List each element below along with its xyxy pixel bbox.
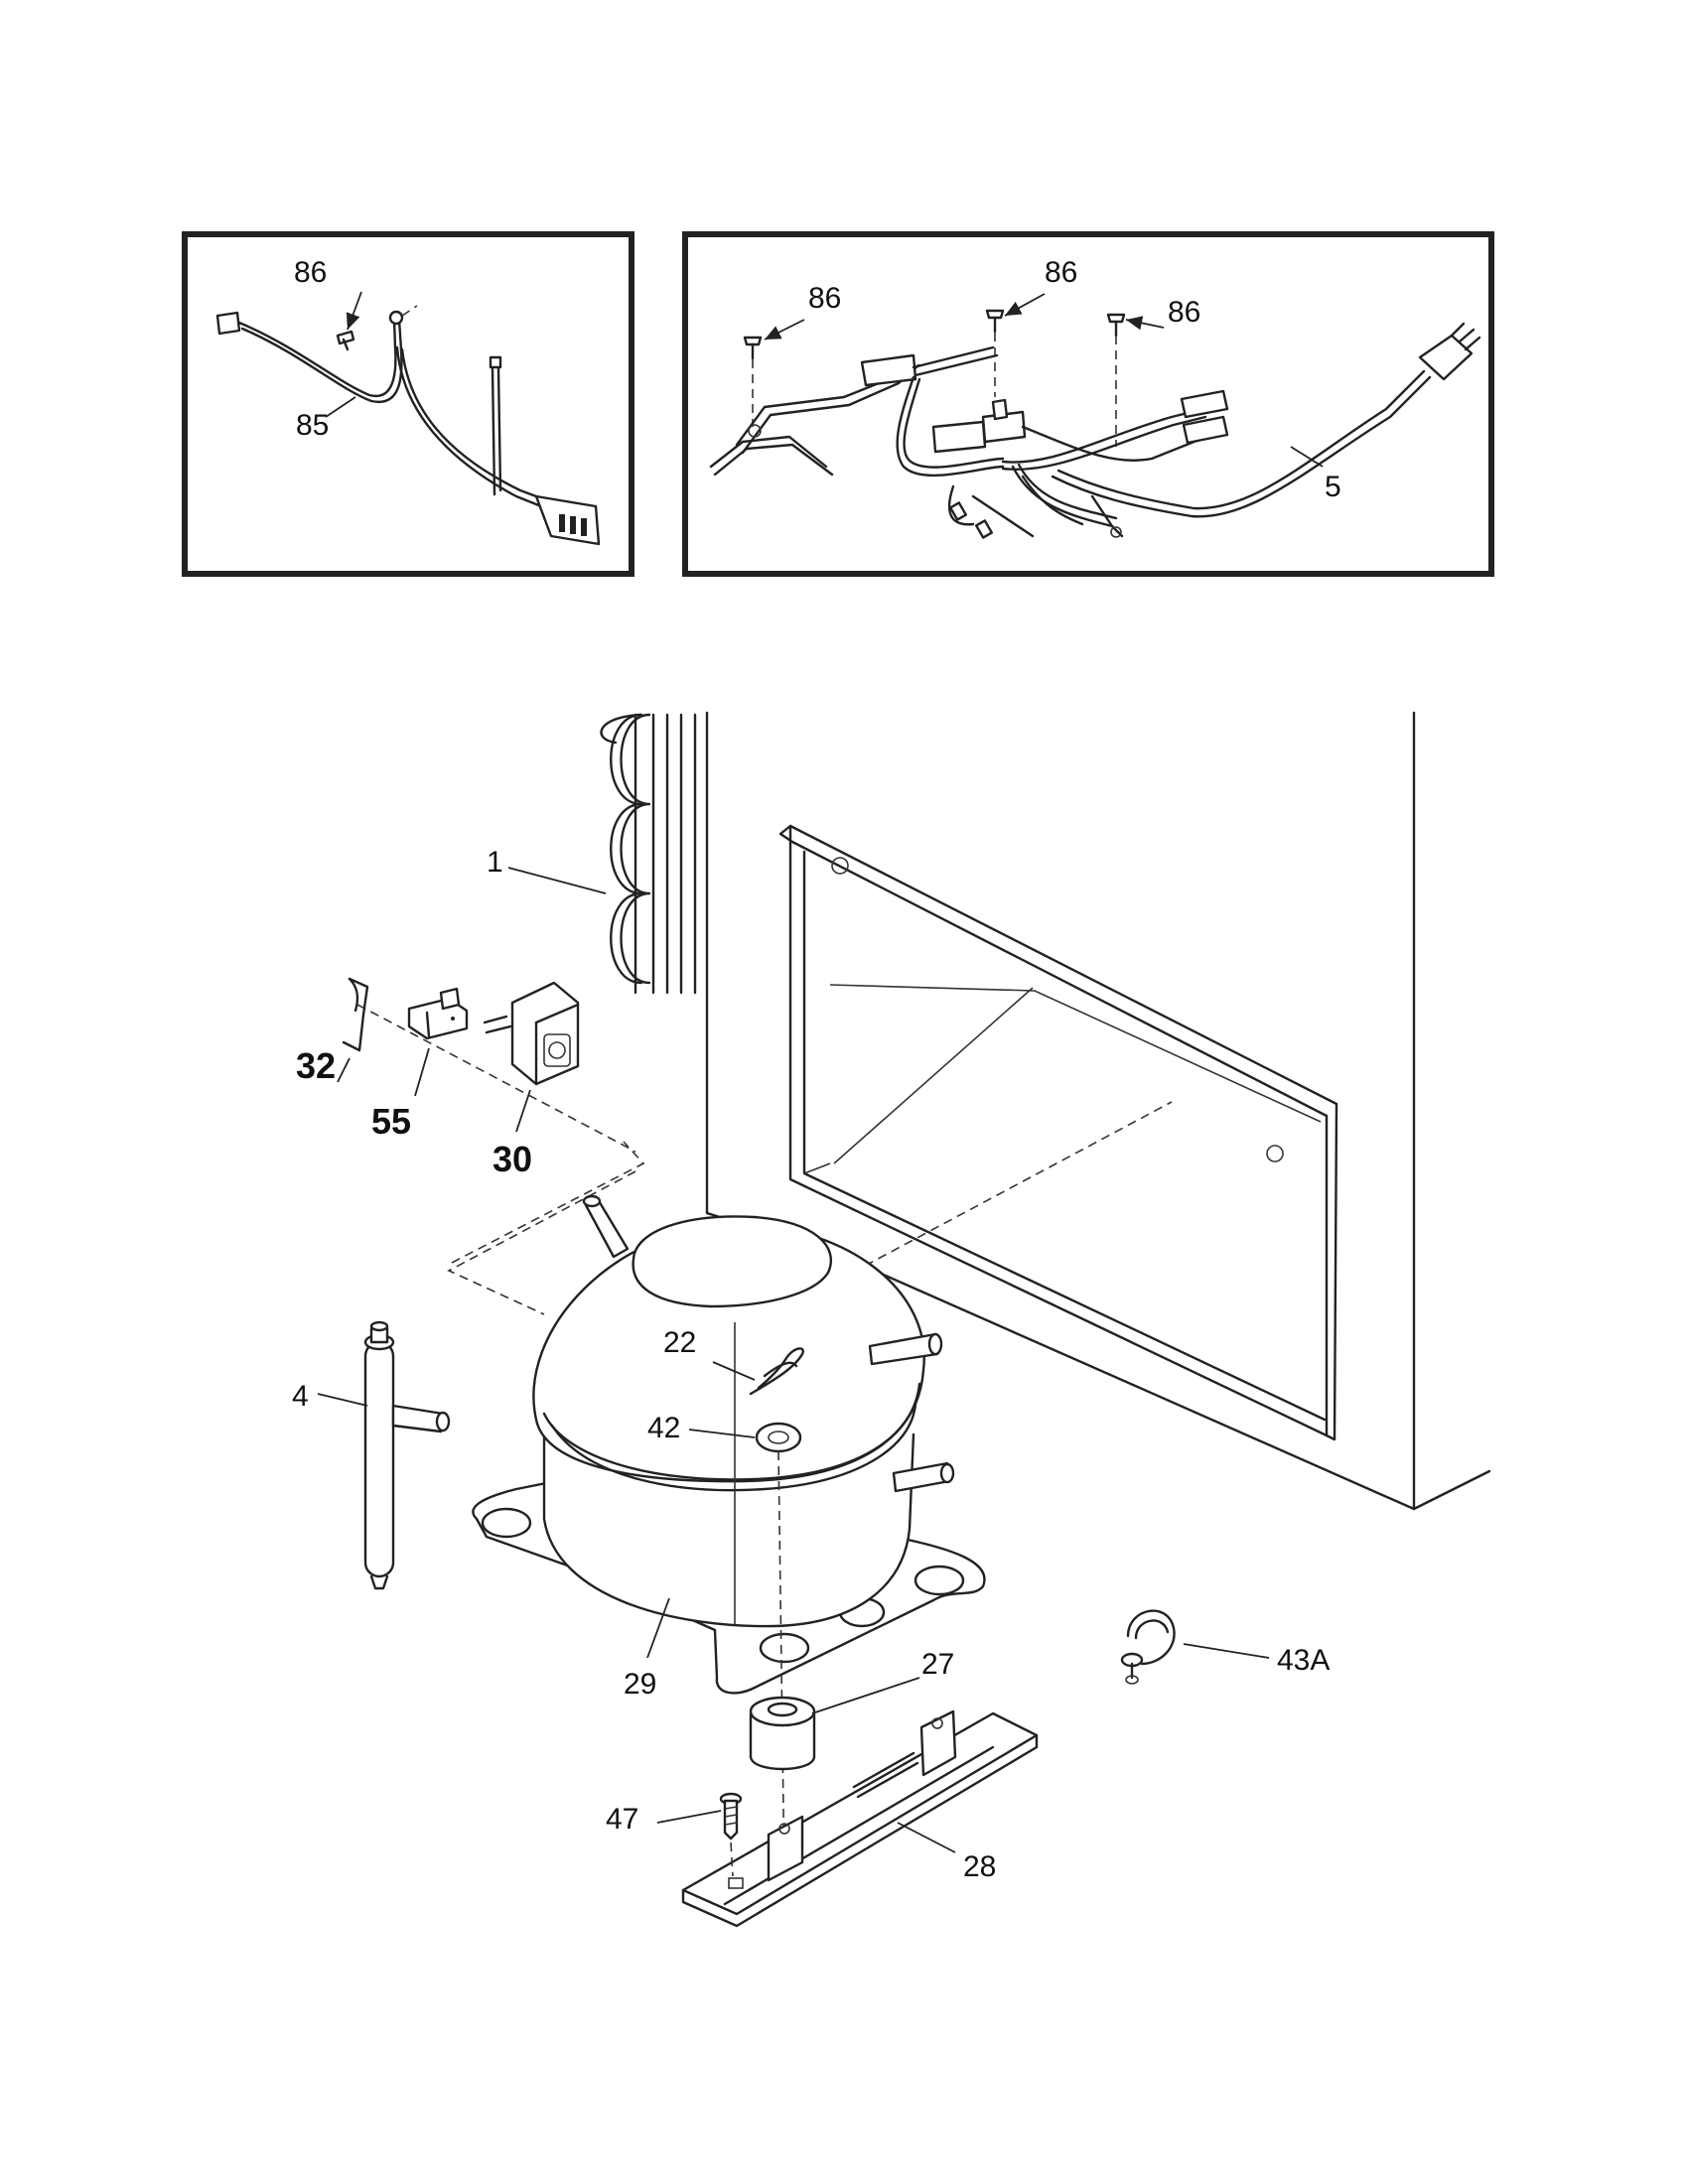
callouts: 86 85 86 86 86 5 1 32 55 30 22 42 4 29 2…	[292, 256, 1341, 1883]
mounting-rail	[681, 1709, 1039, 1928]
callout-86-left: 86	[294, 256, 327, 289]
callout-22: 22	[663, 1326, 696, 1359]
callout-29: 29	[624, 1668, 656, 1701]
callout-4: 4	[292, 1380, 309, 1413]
filter-drier	[363, 1320, 451, 1590]
inset-harness-85	[182, 231, 634, 577]
clamp	[1120, 1609, 1176, 1685]
callout-55: 55	[371, 1101, 411, 1142]
condenser-coil	[600, 713, 697, 995]
callout-5: 5	[1325, 471, 1341, 503]
screw-47	[719, 1792, 743, 1841]
callout-27: 27	[921, 1648, 954, 1681]
callout-42: 42	[647, 1412, 680, 1444]
compressor	[472, 1194, 986, 1695]
callout-86-c: 86	[1168, 296, 1200, 329]
callout-86-b: 86	[1045, 256, 1077, 289]
callout-32: 32	[296, 1045, 336, 1086]
callout-86-a: 86	[808, 282, 841, 315]
inset-harness-5	[682, 231, 1494, 577]
callout-1: 1	[487, 846, 503, 879]
callout-30: 30	[492, 1139, 532, 1179]
main-assembly	[317, 711, 1491, 1928]
callout-47: 47	[606, 1803, 638, 1836]
callout-85: 85	[296, 409, 329, 442]
callout-43a: 43A	[1277, 1644, 1330, 1677]
callout-28: 28	[963, 1850, 996, 1883]
grommet	[749, 1696, 816, 1771]
